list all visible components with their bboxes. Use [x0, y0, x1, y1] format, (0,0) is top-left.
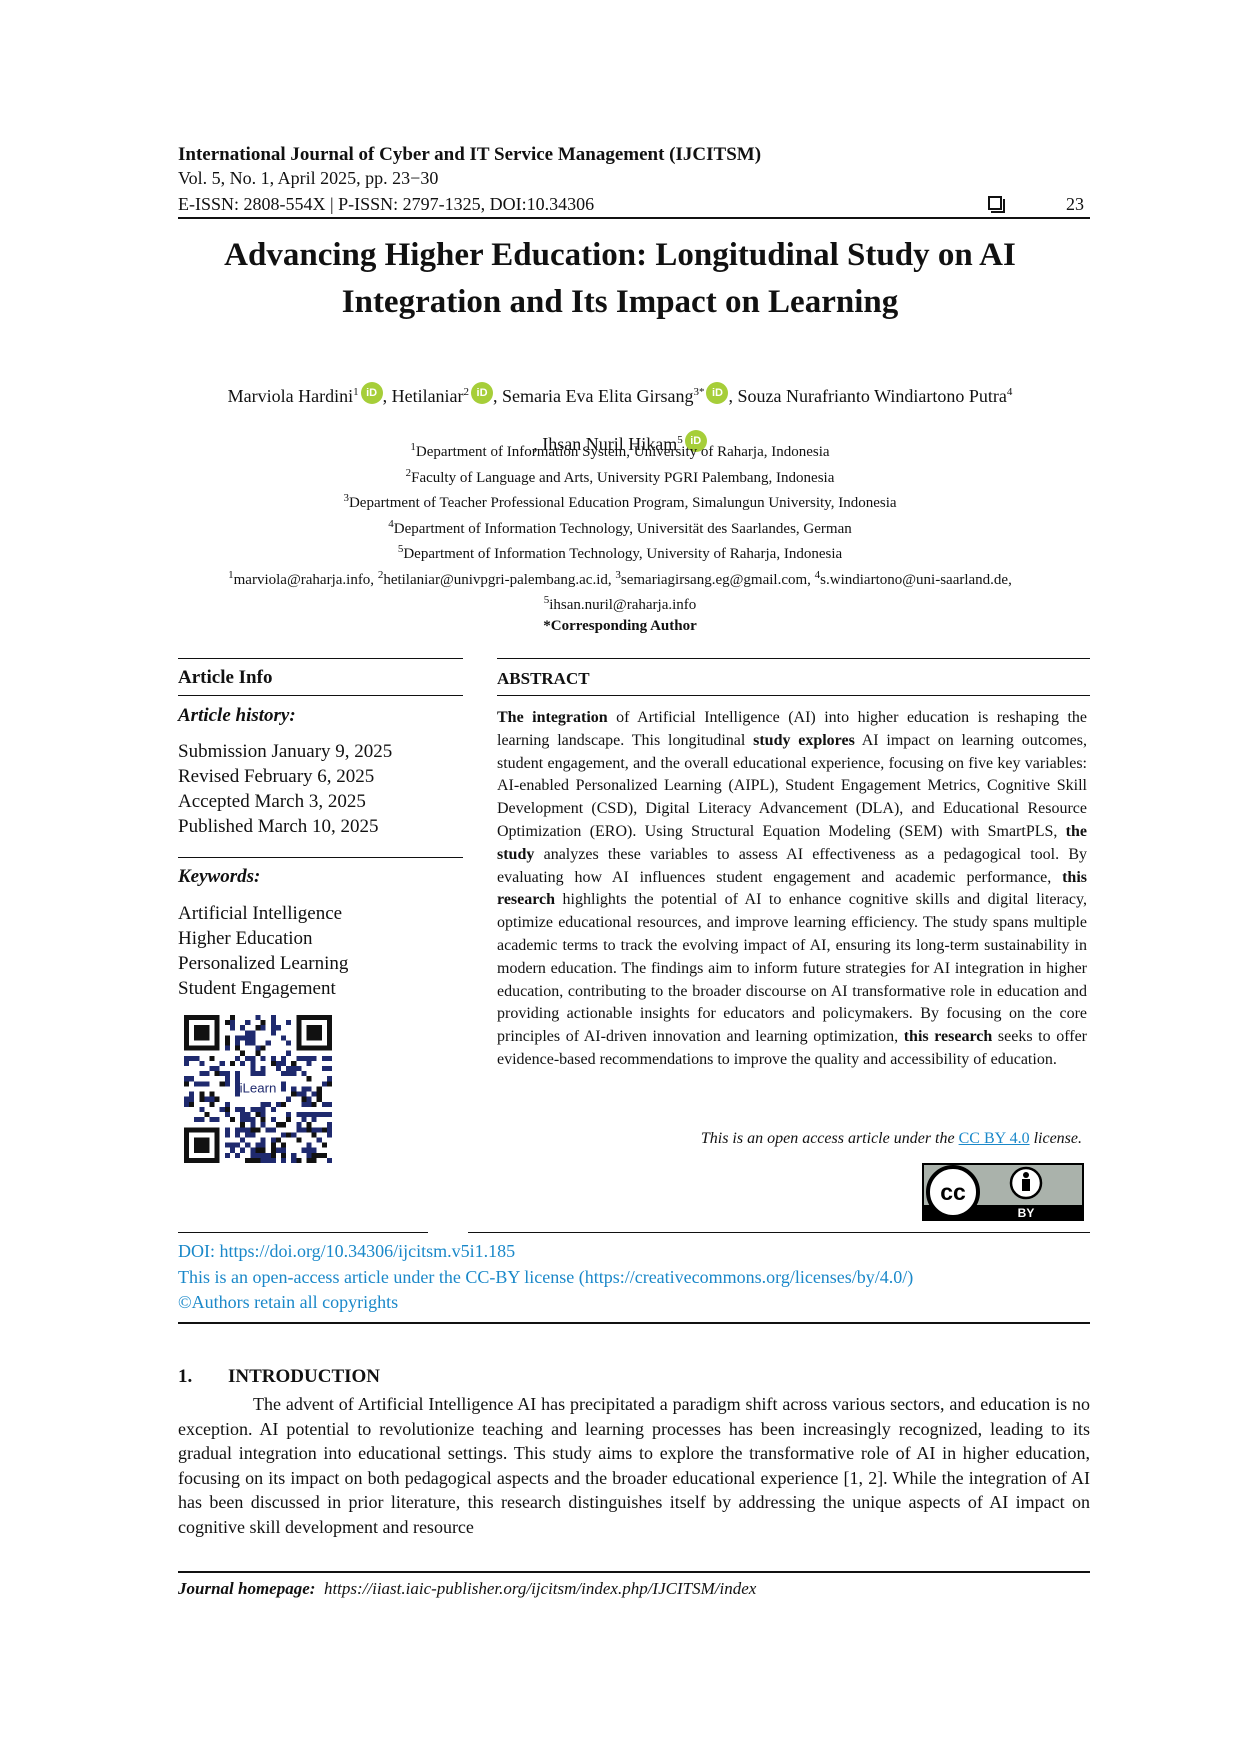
keywords-heading: Keywords:	[178, 866, 261, 887]
keywords-list: Artificial Intelligence Higher Education…	[178, 901, 348, 1001]
section-title: INTRODUCTION	[228, 1366, 381, 1387]
author-affiliation-mark: 4	[1006, 386, 1013, 398]
introduction-body: The advent of Artificial Intelligence AI…	[178, 1392, 1090, 1540]
left-top-rule	[178, 658, 463, 660]
author-affiliation-mark: 3*	[693, 386, 705, 398]
section-number: 1.	[178, 1366, 193, 1387]
author-name: Hetilaniar	[391, 386, 464, 406]
author-name: Marviola Hardini	[227, 386, 354, 406]
license-link[interactable]: This is an open-access article under the…	[178, 1266, 914, 1287]
volume-info: Vol. 5, No. 1, April 2025, pp. 23−30	[178, 168, 439, 188]
author-affiliation-mark: 2	[463, 386, 470, 398]
abstract-heading: ABSTRACT	[497, 669, 590, 688]
affiliation-item: 2Faculty of Language and Arts, Universit…	[405, 466, 835, 486]
article-history-heading: Article history:	[178, 705, 296, 726]
svg-text:BY: BY	[1018, 1206, 1035, 1220]
keyword-item: Higher Education	[178, 928, 313, 949]
abstract-emphasis: this research	[497, 868, 1087, 909]
abstract-segment: seeks to offer evidence-based recommenda…	[497, 1028, 1087, 1068]
email-address[interactable]: marviola@raharja.info,	[233, 571, 378, 588]
affiliation-item: 5Department of Information Technology, U…	[397, 543, 843, 562]
abstract-emphasis: The integration	[497, 709, 608, 726]
email-line: 1marviola@raharja.info, 2hetilaniar@univ…	[228, 568, 1012, 588]
page-number: 23	[1066, 194, 1084, 214]
doi-bottom-rule	[178, 1322, 1090, 1324]
header-rule	[178, 217, 1090, 219]
abstract-emphasis: the study	[497, 822, 1087, 863]
author-name: , Ihsan Nuril Hikam	[533, 434, 678, 454]
svg-text:cc: cc	[940, 1179, 966, 1205]
left-rule-3	[178, 857, 463, 858]
history-item: Revised February 6, 2025	[178, 766, 375, 787]
history-item: Submission January 9, 2025	[178, 741, 393, 762]
doi-link[interactable]: DOI: https://doi.org/10.34306/ijcitsm.v5…	[178, 1241, 516, 1261]
orcid-icon[interactable]: iD	[706, 382, 729, 404]
right-rule-2	[497, 695, 1090, 696]
paper-title: Advancing Higher Education: Longitudinal…	[224, 237, 1016, 320]
abstract-emphasis: this research	[903, 1028, 993, 1046]
author-affiliation-mark: 5	[677, 434, 683, 446]
affiliation-item: 1Department of Information System, Unive…	[410, 441, 830, 460]
doi-block: DOI: https://doi.org/10.34306/ijcitsm.v5…	[178, 1239, 913, 1316]
keyword-item: Personalized Learning	[178, 953, 349, 974]
cc-by-link[interactable]: CC BY 4.0	[958, 1130, 1030, 1147]
open-access-note: This is an open access article under the…	[700, 1130, 1082, 1147]
cc-by-badge[interactable]: cc BY	[922, 1163, 1084, 1221]
abstract-segment: of Artificial Intelligence (AI) into hig…	[497, 709, 1087, 749]
abstract-segment: highlights the potential of AI to enhanc…	[497, 891, 1087, 1046]
doi-rule-right	[468, 1232, 1090, 1233]
affiliation-item: 4Department of Information Technology, U…	[388, 517, 852, 537]
orcid-icon[interactable]: iD	[471, 382, 494, 404]
qr-code-icon: iLearn	[184, 1015, 332, 1163]
author-affiliation-mark: 1	[353, 386, 359, 398]
right-top-rule	[497, 658, 1090, 660]
copyright-note: ©Authors retain all copyrights	[178, 1292, 399, 1312]
email-address[interactable]: s.windiartono@uni-saarland.de,	[820, 571, 1012, 588]
email-address[interactable]: hetilaniar@univpgri-palembang.ac.id,	[383, 571, 616, 588]
journal-homepage: Journal homepage: https://iiast.iaic-pub…	[178, 1579, 757, 1598]
corresponding-author: *Corresponding Author	[543, 617, 697, 634]
qr-center-label: iLearn	[240, 1081, 277, 1096]
journal-name: International Journal of Cyber and IT Se…	[178, 144, 762, 165]
footer-rule	[178, 1571, 1090, 1573]
left-rule-2	[178, 695, 463, 696]
affiliations: 1Department of Information System, Unive…	[140, 437, 1100, 636]
orcid-icon[interactable]: iD	[360, 382, 383, 404]
paragraph: The advent of Artificial Intelligence AI…	[178, 1394, 1090, 1537]
history-item: Published March 10, 2025	[178, 816, 379, 837]
author-name: Semaria Eva Elita Girsang	[502, 386, 694, 406]
homepage-link[interactable]: https://iiast.iaic-publisher.org/ijcitsm…	[323, 1579, 757, 1598]
history-item: Accepted March 3, 2025	[178, 791, 366, 812]
doi-rule-left	[178, 1232, 428, 1233]
article-history-list: Submission January 9, 2025 Revised Febru…	[178, 739, 392, 839]
square-icon	[988, 196, 1005, 213]
keyword-item: Artificial Intelligence	[178, 903, 343, 924]
article-info-heading: Article Info	[178, 667, 273, 688]
issn-info: E-ISSN: 2808-554X | P-ISSN: 2797-1325, D…	[178, 194, 595, 214]
keyword-item: Student Engagement	[178, 978, 336, 999]
abstract-text: The integration of Artificial Intelligen…	[497, 707, 1087, 1072]
abstract-emphasis: study explores	[753, 731, 855, 749]
section-heading: 1. INTRODUCTION	[178, 1366, 380, 1388]
orcid-icon[interactable]: iD	[684, 430, 707, 452]
affiliation-item: 3Department of Teacher Professional Educ…	[343, 492, 897, 511]
author-name: Souza Nurafrianto Windiartono Putra	[737, 386, 1007, 406]
email-line-2: 5ihsan.nuril@raharja.info	[543, 594, 697, 613]
abstract-segment: analyzes these variables to assess AI ef…	[497, 845, 1087, 886]
abstract-segment: AI impact on learning outcomes, student …	[497, 731, 1088, 840]
email-address[interactable]: semariagirsang.eg@gmail.com,	[620, 571, 815, 588]
